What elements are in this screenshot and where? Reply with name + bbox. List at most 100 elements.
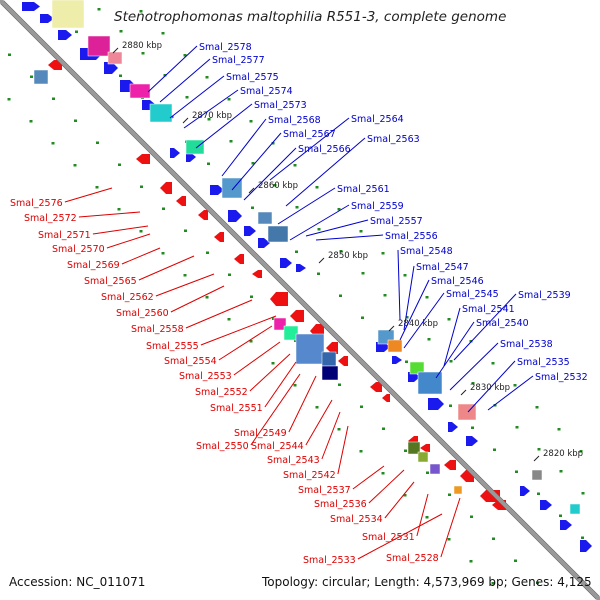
tick-dot <box>228 273 231 276</box>
tick-dot <box>205 76 209 79</box>
tick-dot <box>183 274 187 277</box>
tick-dot <box>97 8 101 11</box>
tick-dot <box>249 120 253 123</box>
position-tick <box>318 257 325 264</box>
tick-dot <box>514 559 517 562</box>
tick-dot <box>293 164 297 167</box>
reverse-gene-arrow <box>270 292 288 306</box>
reverse-gene-label: Smal_2533 <box>303 555 356 566</box>
forward-gene-arrow <box>280 258 292 268</box>
forward-gene-label: Smal_2541 <box>462 304 515 315</box>
feature-block <box>33 69 49 85</box>
forward-gene-label: Smal_2547 <box>416 262 469 273</box>
tick-dot <box>141 52 145 55</box>
tick-dot <box>425 296 429 299</box>
forward-gene-arrow <box>186 152 196 162</box>
position-tick <box>182 117 189 124</box>
tick-dot <box>427 338 431 341</box>
tick-dot <box>581 536 584 539</box>
genome-summary: Topology: circular; Length: 4,573,969 bp… <box>262 575 592 589</box>
reverse-gene-label: Smal_2551 <box>210 403 263 414</box>
forward-leader-line <box>147 45 198 93</box>
tick-dot <box>381 252 385 255</box>
feature-block <box>321 351 337 367</box>
reverse-gene-label: Smal_2555 <box>146 341 199 352</box>
forward-gene-label: Smal_2556 <box>385 231 438 242</box>
forward-gene-arrow <box>210 185 224 195</box>
reverse-gene-label: Smal_2544 <box>251 441 304 452</box>
tick-dot <box>183 54 187 57</box>
tick-dot <box>295 250 298 253</box>
tick-dot <box>229 140 233 143</box>
reverse-leader-line <box>138 255 195 281</box>
tick-dot <box>205 296 209 299</box>
tick-dot <box>207 162 210 165</box>
reverse-gene-arrow <box>338 356 348 366</box>
reverse-leader-line <box>250 373 301 446</box>
forward-gene-arrow <box>466 436 478 446</box>
tick-dot <box>404 449 407 452</box>
feature-block <box>107 51 123 65</box>
forward-gene-arrow <box>560 520 572 530</box>
forward-leader-line <box>449 342 499 391</box>
reverse-gene-label: Smal_2534 <box>330 514 383 525</box>
forward-gene-label: Smal_2557 <box>370 216 423 227</box>
tick-dot <box>405 360 408 363</box>
tick-dot <box>250 295 253 298</box>
position-tick <box>388 325 395 332</box>
position-label: 2860 kbp <box>258 181 298 191</box>
reverse-gene-arrow <box>290 310 304 322</box>
forward-leader-line <box>467 360 516 413</box>
forward-leader-line <box>159 58 211 103</box>
tick-dot <box>95 186 99 189</box>
forward-leader-line <box>183 89 239 129</box>
forward-leader-line <box>169 75 225 119</box>
forward-leader-line <box>277 187 336 225</box>
forward-leader-line <box>403 292 445 349</box>
reverse-gene-label: Smal_2570 <box>52 244 105 255</box>
forward-leader-line <box>221 118 267 177</box>
tick-dot <box>75 30 78 33</box>
position-label: 2870 kbp <box>192 111 232 121</box>
tick-dot <box>426 471 429 474</box>
tick-dot <box>74 119 77 122</box>
tick-dot <box>535 406 539 409</box>
reverse-gene-label: Smal_2543 <box>267 455 320 466</box>
reverse-gene-arrow <box>234 254 244 264</box>
reverse-leader-line <box>106 233 151 249</box>
forward-leader-line <box>243 147 297 201</box>
tick-dot <box>557 428 561 431</box>
feature-block <box>321 365 339 381</box>
feature-block <box>387 339 403 353</box>
forward-gene-label: Smal_2566 <box>298 144 351 155</box>
tick-dot <box>207 118 211 121</box>
tick-dot <box>51 142 55 145</box>
forward-leader-line <box>403 265 415 331</box>
reverse-leader-line <box>185 299 253 329</box>
tick-dot <box>381 472 385 475</box>
tick-dot <box>382 427 385 430</box>
reverse-gene-label: Smal_2576 <box>10 198 63 209</box>
reverse-gene-arrow <box>420 444 430 452</box>
tick-dot <box>161 32 165 35</box>
reverse-leader-line <box>92 225 149 235</box>
position-label: 2840 kbp <box>398 319 438 329</box>
feature-block <box>409 361 425 375</box>
feature-block <box>453 485 463 495</box>
forward-gene-label: Smal_2567 <box>283 129 336 140</box>
forward-leader-line <box>435 321 475 379</box>
reverse-gene-label: Smal_2572 <box>24 213 77 224</box>
tick-dot <box>249 340 253 343</box>
forward-leader-line <box>195 103 253 149</box>
tick-dot <box>96 141 99 144</box>
reverse-gene-label: Smal_2528 <box>386 553 439 564</box>
reverse-gene-label: Smal_2553 <box>179 371 232 382</box>
reverse-gene-arrow <box>136 154 150 164</box>
position-tick <box>533 455 540 462</box>
tick-dot <box>315 406 319 409</box>
tick-dot <box>359 230 363 233</box>
feature-block <box>149 103 173 123</box>
forward-leader-line <box>487 375 534 411</box>
tick-dot <box>361 316 364 319</box>
